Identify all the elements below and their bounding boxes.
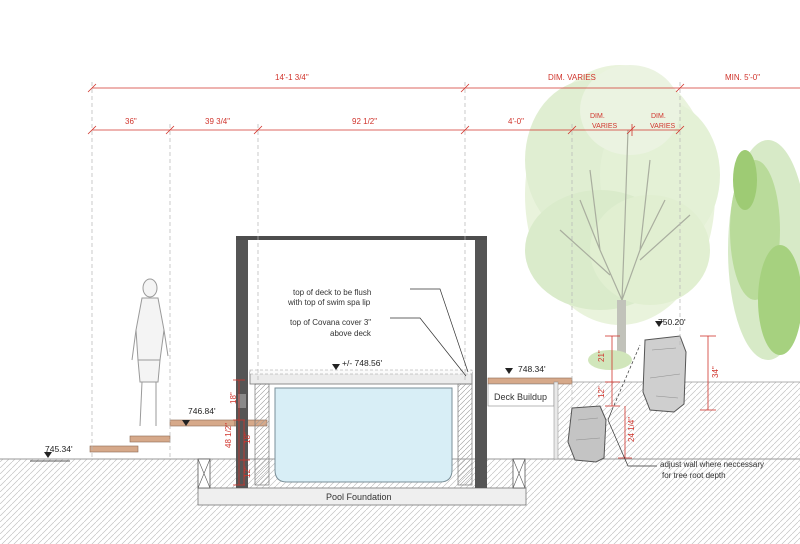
dim-v-24: 24 1/4" bbox=[627, 417, 636, 442]
dim-overall-width: 14'-1 3/4" bbox=[275, 73, 309, 82]
dim-v-12-bottom: 12" bbox=[243, 466, 252, 478]
dim-min-width: MIN. 5'-0" bbox=[725, 73, 760, 82]
dimension-lines bbox=[87, 83, 800, 486]
tree-illustration bbox=[525, 65, 720, 370]
elev-grade-left: 745.34' bbox=[45, 444, 73, 454]
dim-v-18-mid: 18" bbox=[243, 432, 252, 444]
dim-v-18-top: 18" bbox=[229, 392, 238, 404]
ground-surfaces bbox=[89, 377, 573, 460]
elev-step-top: 746.84' bbox=[188, 406, 216, 416]
dim-seg-36: 36" bbox=[125, 117, 137, 126]
note-wall-2: for tree root depth bbox=[662, 471, 726, 480]
pool-foundation bbox=[197, 458, 527, 506]
note-cover-2: above deck bbox=[330, 329, 372, 338]
note-deck-flush-1: top of deck to be flush bbox=[293, 288, 371, 297]
dim-varies-1a: DIM. bbox=[590, 113, 605, 120]
elev-upper-grade: 750.20' bbox=[658, 317, 686, 327]
elev-cover-top: +/- 748.56' bbox=[342, 358, 383, 368]
dim-varies-2a: DIM. bbox=[651, 113, 666, 120]
dim-v-12-right: 12" bbox=[597, 386, 606, 398]
shrub-illustration bbox=[728, 140, 800, 360]
label-pool-foundation: Pool Foundation bbox=[326, 492, 392, 502]
boulders bbox=[567, 335, 687, 463]
elevation-markers bbox=[30, 321, 663, 462]
leader-lines bbox=[390, 288, 657, 467]
dim-v-34: 34" bbox=[711, 366, 720, 378]
dim-varies-2b: VARIES bbox=[650, 123, 675, 130]
swim-spa bbox=[249, 369, 473, 486]
elev-deck-right: 748.34' bbox=[518, 364, 546, 374]
note-deck-flush-2: with top of swim spa lip bbox=[287, 298, 371, 307]
dim-v-48: 48 1/2" bbox=[224, 423, 233, 448]
human-figure bbox=[131, 278, 169, 427]
dim-varies-top: DIM. VARIES bbox=[548, 73, 596, 82]
dim-seg-39: 39 3/4" bbox=[205, 117, 230, 126]
reference-lines bbox=[91, 82, 681, 460]
dim-seg-92: 92 1/2" bbox=[352, 117, 377, 126]
note-cover-1: top of Covana cover 3" bbox=[290, 318, 371, 327]
dim-seg-4ft: 4'-0" bbox=[508, 117, 524, 126]
dim-varies-1b: VARIES bbox=[592, 123, 617, 130]
note-wall-1: adjust wall where neccessary bbox=[660, 460, 764, 469]
label-deck-buildup: Deck Buildup bbox=[494, 392, 547, 402]
dim-v-21: 21" bbox=[597, 350, 606, 362]
